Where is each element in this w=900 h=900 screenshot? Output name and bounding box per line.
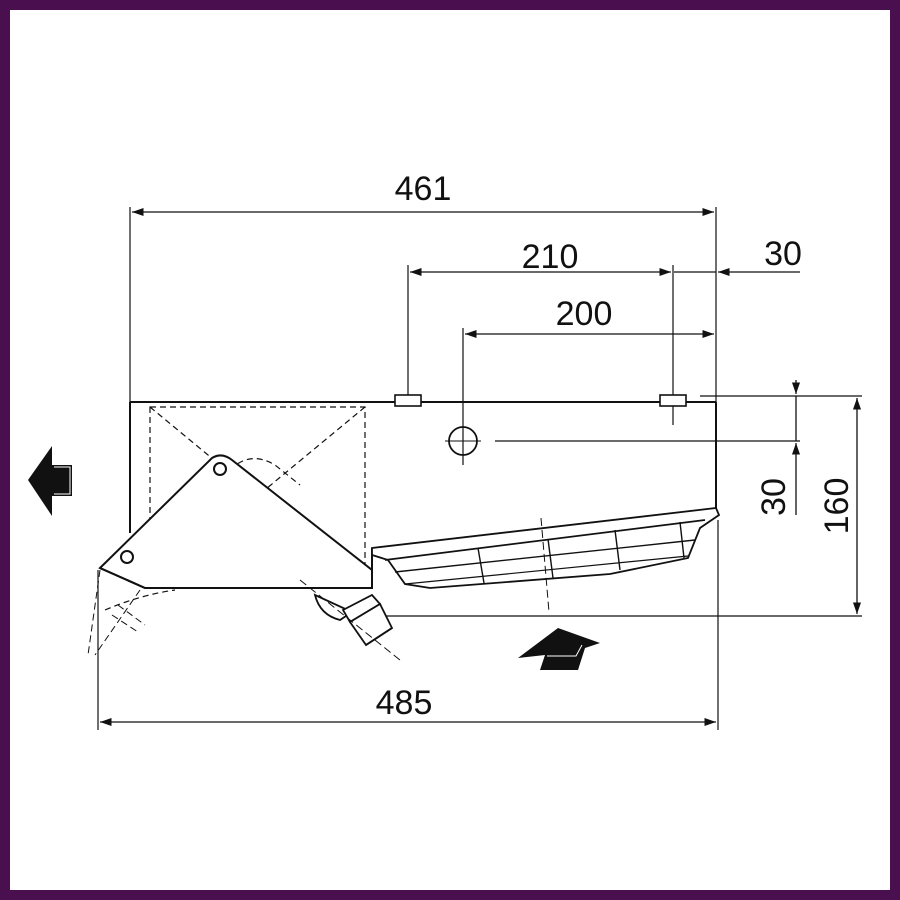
dimension-lines <box>100 207 862 727</box>
hinged-side-flap <box>98 454 373 589</box>
drain-axis <box>299 579 401 661</box>
dim-160-label: 160 <box>818 478 856 535</box>
left-outflow-arrow <box>28 446 72 516</box>
upward-inflow-arrow <box>518 628 600 670</box>
dim-30-side-label: 30 <box>755 478 793 516</box>
drawing-frame <box>10 10 890 890</box>
top-connection-stubs <box>394 394 687 407</box>
drain-pipe <box>313 593 394 647</box>
dim-200-label: 200 <box>556 295 613 333</box>
mounting-hole <box>445 423 481 460</box>
flap-swing-lines <box>87 569 146 656</box>
dim-30-top-label: 30 <box>764 235 802 273</box>
dim-461-label: 461 <box>395 170 452 208</box>
dim-485-label: 485 <box>376 684 433 722</box>
extension-lines <box>97 207 862 730</box>
dim-210-label: 210 <box>522 238 579 276</box>
fan-axis <box>540 517 550 613</box>
fan-grille <box>371 507 721 589</box>
